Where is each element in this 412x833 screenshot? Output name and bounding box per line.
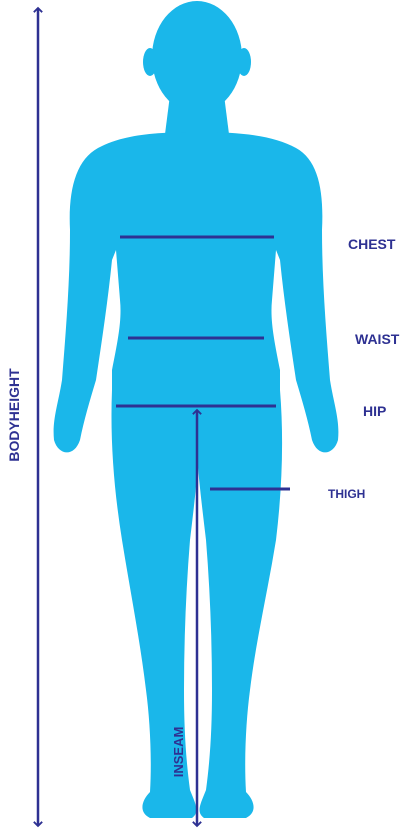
thigh-label: THIGH xyxy=(328,487,365,501)
hip-label: HIP xyxy=(363,403,386,419)
waist-label: WAIST xyxy=(355,331,400,347)
bodyheight-label: BODYHEIGHT xyxy=(6,368,22,462)
inseam-label: INSEAM xyxy=(171,727,186,778)
chest-label: CHEST xyxy=(348,236,396,252)
